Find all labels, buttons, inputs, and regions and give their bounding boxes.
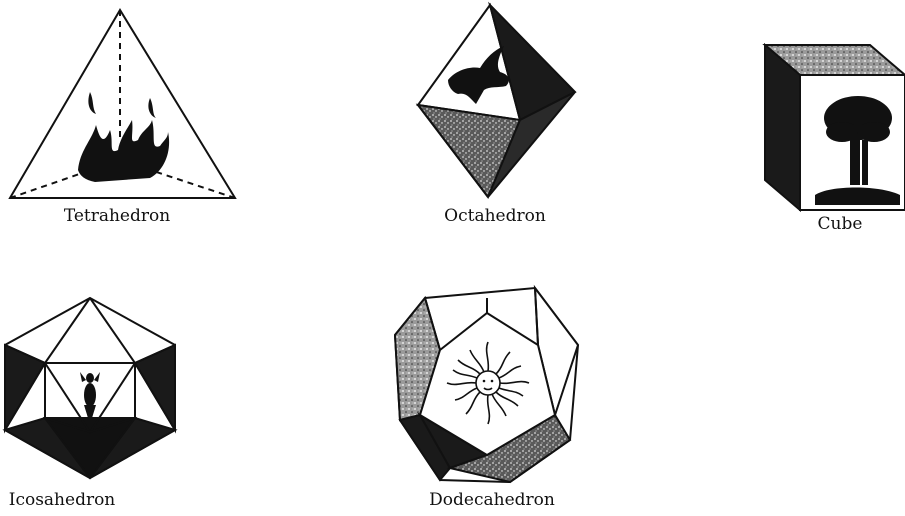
- cube-figure: [765, 45, 905, 210]
- octahedron-label: Octahedron: [444, 206, 546, 226]
- tetrahedron-label: Tetrahedron: [64, 206, 170, 226]
- icosahedron-label: Icosahedron: [9, 490, 116, 510]
- tetrahedron-figure: [10, 10, 235, 198]
- dodecahedron-figure: [395, 288, 578, 482]
- icosahedron-figure: [5, 298, 175, 478]
- cube-label: Cube: [818, 214, 863, 234]
- dodecahedron-label: Dodecahedron: [429, 490, 555, 510]
- octahedron-figure: [418, 5, 575, 197]
